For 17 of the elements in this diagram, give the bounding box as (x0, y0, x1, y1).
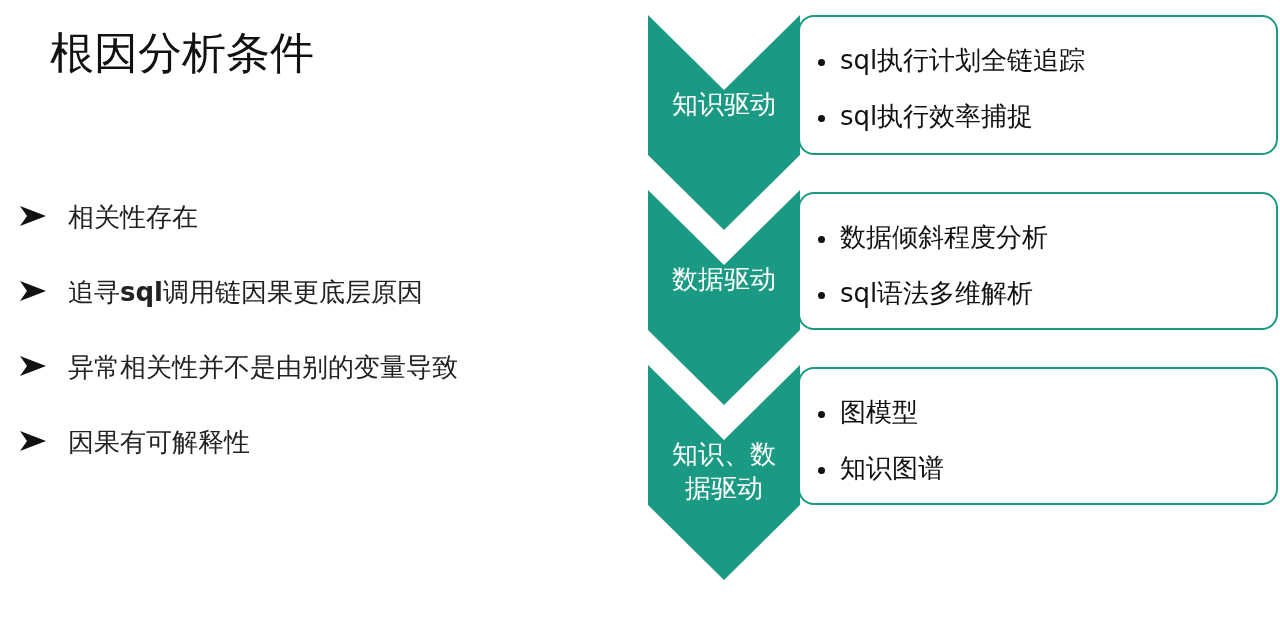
bullet-text: 因果有可解释性 (68, 426, 250, 459)
title: 根因分析条件 (50, 26, 314, 80)
bullet-text: 知识图谱 (840, 452, 944, 485)
bullet-text: sql执行计划全链追踪 (840, 44, 1086, 77)
bullet-text: 数据倾斜程度分析 (840, 221, 1048, 254)
content-card (798, 192, 1278, 330)
content-card (798, 367, 1278, 505)
stage-label: 知识、数据驱动 (671, 438, 777, 505)
bullet-text: 异常相关性并不是由别的变量导致 (68, 351, 458, 384)
stage-label: 数据驱动 (671, 263, 777, 296)
content-card (798, 15, 1278, 155)
stage-label: 知识驱动 (671, 88, 777, 121)
bullet-text: 追寻sql调用链因果更底层原因 (68, 276, 423, 309)
bullet-text: 图模型 (840, 396, 918, 429)
bullet-text: sql语法多维解析 (840, 277, 1034, 310)
bullet-text: 相关性存在 (68, 201, 198, 234)
bullet-text: sql执行效率捕捉 (840, 100, 1034, 133)
